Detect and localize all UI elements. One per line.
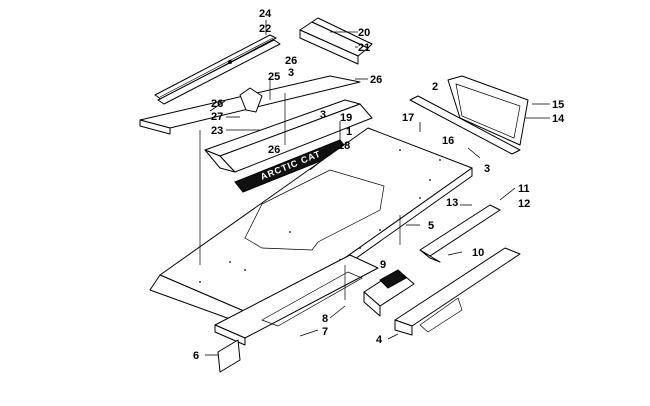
callout-26-top: 26 [285,55,297,67]
callout-23: 23 [211,125,223,137]
callout-14: 14 [552,113,565,125]
callout-20: 20 [358,27,370,39]
top-rail-part [154,34,281,105]
top-bracket-part [299,17,373,65]
callout-6: 6 [193,350,199,362]
callout-3-mid: 3 [320,109,326,121]
callout-4: 4 [376,334,383,346]
callout-3-right: 3 [484,163,490,175]
callout-26-left: 26 [211,98,223,110]
callout-18: 18 [338,140,350,152]
callout-16: 16 [442,135,454,147]
footrest-part [363,269,415,317]
plate-part [217,339,241,373]
callout-7: 7 [322,326,328,338]
callout-1: 1 [346,126,352,138]
tunnel-deck-part [149,127,473,329]
callout-8: 8 [322,313,328,325]
callout-5: 5 [428,220,434,232]
callout-26-right: 26 [370,74,382,86]
callout-26-center: 26 [268,144,280,156]
callout-21: 21 [358,42,370,54]
rear-flap-part [409,75,529,155]
callout-17: 17 [402,112,414,124]
callout-10: 10 [472,247,484,259]
callout-9: 9 [380,259,386,271]
callout-24: 24 [259,8,272,20]
callout-25: 25 [268,71,280,83]
front-rail-part [139,75,361,135]
lower-rail-part [394,247,521,336]
callouts: 24 22 20 21 26 3 25 26 26 27 23 3 19 1 2… [193,8,565,362]
callout-22: 22 [259,23,271,35]
callout-19: 19 [340,112,352,124]
callout-27: 27 [211,111,223,123]
side-rail-part [419,204,501,263]
callout-11: 11 [518,183,530,195]
callout-3-top: 3 [288,67,294,79]
callout-13: 13 [446,197,458,209]
callout-15: 15 [552,99,564,111]
callout-2: 2 [432,81,438,93]
assembly-lines [199,93,401,300]
bumper-channel-part [204,99,373,173]
callout-12: 12 [518,198,530,210]
